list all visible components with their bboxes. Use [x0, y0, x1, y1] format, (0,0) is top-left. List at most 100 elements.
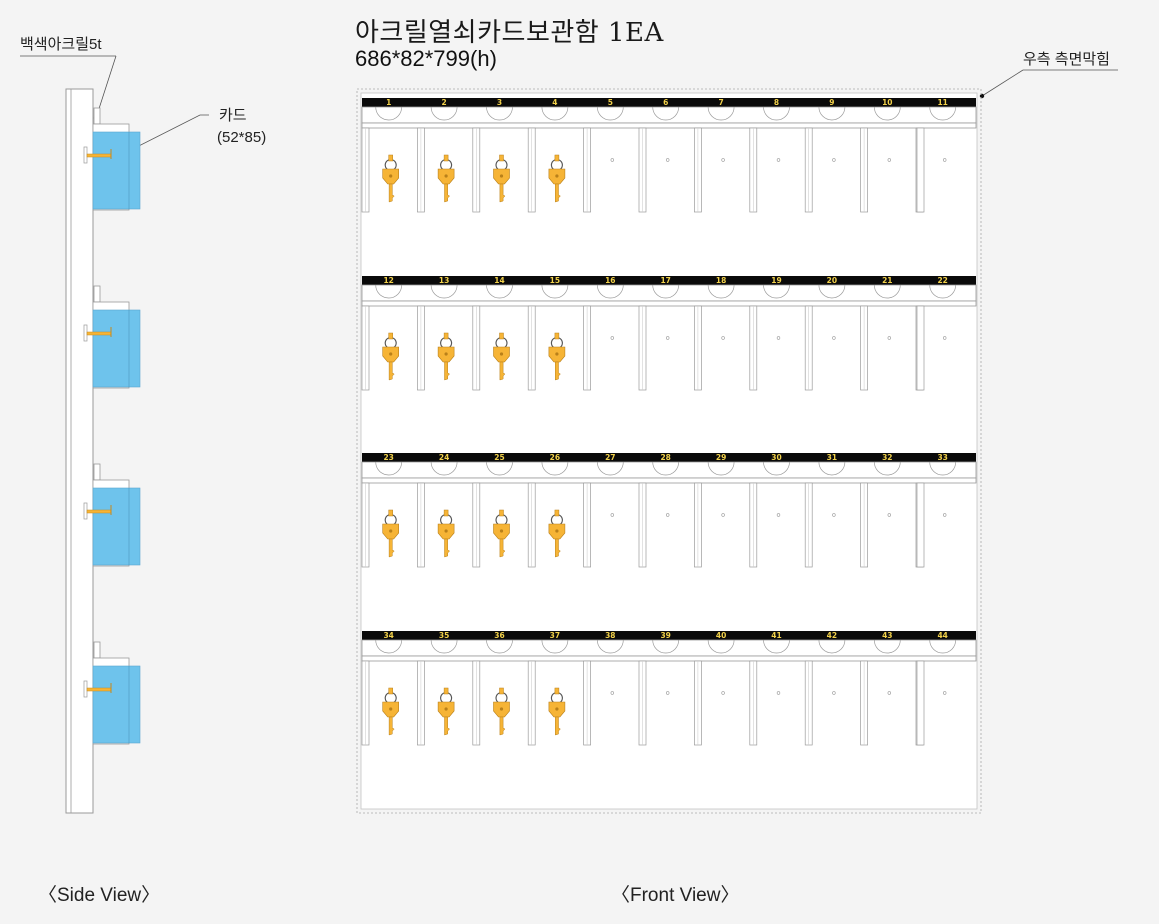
divider-post	[916, 482, 925, 568]
bottom-rail	[361, 122, 977, 129]
slot-arc	[596, 461, 624, 476]
hook-point	[887, 158, 891, 162]
slot-arc	[873, 639, 901, 654]
hook-point	[887, 513, 891, 517]
key-tag	[554, 509, 560, 517]
key-icon	[548, 509, 566, 558]
slot-arc	[818, 106, 846, 121]
slot-arc	[652, 639, 680, 654]
bottom-rail	[361, 655, 977, 662]
slot-number: 41	[771, 631, 781, 640]
slot-arc	[486, 461, 513, 476]
slot-arc	[541, 106, 569, 121]
hook-point	[665, 158, 670, 162]
card-icon	[92, 131, 141, 210]
slot-number: 12	[383, 276, 393, 285]
side-key	[86, 687, 112, 692]
slot-arc	[375, 284, 403, 299]
side-card-unit	[83, 463, 141, 567]
hook-point	[721, 691, 725, 695]
slot-arc	[596, 639, 624, 654]
key-hole	[555, 707, 559, 711]
slot-number: 3	[497, 98, 502, 107]
side-key	[86, 509, 112, 514]
side-tab	[93, 463, 101, 481]
slot-arc	[652, 284, 680, 299]
key-tag	[388, 332, 393, 340]
side-tab	[93, 285, 101, 303]
slot-arc	[873, 284, 901, 299]
slot-number: 43	[882, 631, 892, 640]
key-tag	[443, 687, 449, 695]
slot-number: 20	[827, 276, 837, 285]
key-hole	[499, 707, 504, 711]
key-icon	[382, 687, 399, 736]
key-icon	[437, 154, 455, 203]
slot-arc	[430, 639, 458, 654]
key-tag	[499, 687, 504, 695]
slot-arc	[929, 284, 957, 299]
key-icon	[548, 332, 566, 381]
key-icon	[548, 154, 566, 203]
slot-number: 4	[552, 98, 557, 107]
card-icon	[92, 309, 141, 388]
hook-icon	[83, 502, 88, 520]
slot-arc	[763, 639, 790, 654]
slot-number: 21	[882, 276, 892, 285]
slot-number: 32	[882, 453, 892, 462]
key-hole	[444, 174, 448, 178]
key-blade	[499, 183, 506, 203]
leader-line	[981, 69, 1024, 97]
slot-arc	[707, 461, 735, 476]
slot-number: 7	[718, 98, 723, 107]
slot-arc	[929, 639, 957, 654]
key-blade	[555, 183, 561, 203]
key-hole	[389, 529, 393, 533]
slot-arc	[873, 461, 901, 476]
key-tag	[499, 509, 504, 517]
hook-point	[776, 158, 781, 162]
card-icon	[92, 487, 141, 566]
slot-arc	[818, 639, 846, 654]
slot-number: 33	[937, 453, 947, 462]
divider-post	[916, 127, 925, 213]
side-material-label: 백색아크릴5t	[20, 36, 102, 53]
slot-arc	[375, 639, 403, 654]
key-icon	[437, 509, 455, 558]
hook-point	[610, 691, 614, 695]
key-hole	[444, 352, 448, 356]
slot-number: 26	[550, 453, 560, 462]
slot-number: 40	[716, 631, 726, 640]
key-hole	[389, 352, 393, 356]
key-blade	[444, 538, 451, 558]
front-outer-dashed	[356, 88, 982, 814]
side-card-unit	[83, 285, 141, 389]
slot-number: 5	[608, 98, 613, 107]
slot-arc	[596, 106, 624, 121]
side-tab	[93, 641, 101, 659]
key-icon	[548, 687, 566, 736]
hook-point	[942, 513, 947, 517]
slot-number: 27	[605, 453, 615, 462]
key-blade	[499, 361, 506, 381]
side-view-label: 〈Side View〉	[38, 885, 161, 906]
hook-point	[832, 513, 836, 517]
slot-arc	[430, 461, 458, 476]
slot-number: 28	[660, 453, 670, 462]
slot-number: 36	[494, 631, 504, 640]
slot-arc	[541, 461, 569, 476]
hook-point	[610, 158, 614, 162]
key-icon	[382, 509, 399, 558]
slot-arc	[375, 106, 403, 121]
hook-point	[721, 336, 725, 340]
key-icon	[493, 509, 510, 558]
slot-arc	[818, 461, 846, 476]
key-blade	[388, 361, 395, 381]
slot-number: 10	[882, 98, 892, 107]
key-tag	[554, 332, 560, 340]
key-blade	[444, 361, 451, 381]
